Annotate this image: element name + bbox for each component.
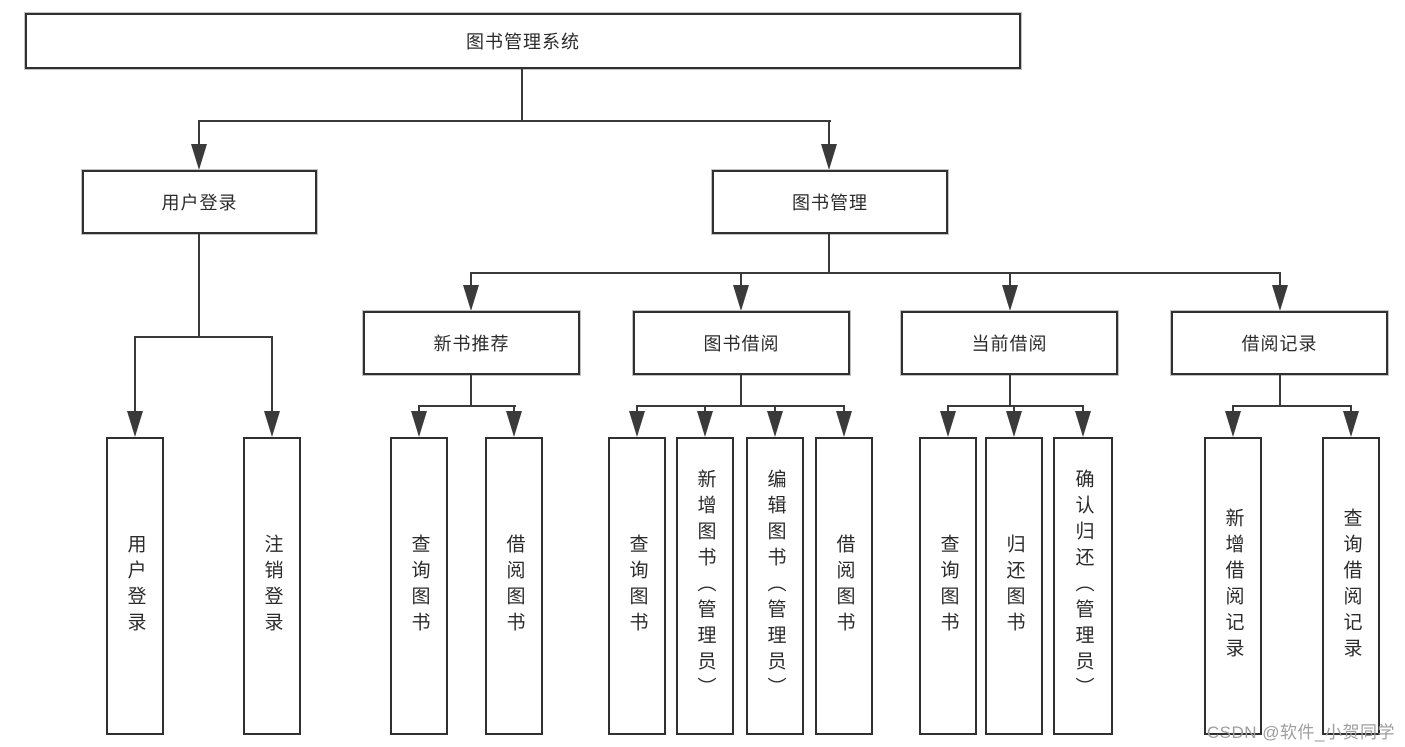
leaf-query-book-borrow: 查询图书 bbox=[608, 437, 666, 735]
connector-drop bbox=[704, 405, 706, 413]
connector-root-stem bbox=[521, 69, 523, 121]
connector-drop bbox=[1013, 405, 1015, 413]
arrow-down-icon bbox=[463, 285, 479, 311]
arrow-down-icon bbox=[127, 411, 143, 437]
arrow-down-icon bbox=[1002, 285, 1018, 311]
connector-drop-login bbox=[134, 336, 136, 415]
arrow-down-icon bbox=[506, 411, 522, 437]
arrow-down-icon bbox=[1272, 285, 1288, 311]
connector-drop-user-login bbox=[198, 120, 200, 150]
connector-drop bbox=[1350, 405, 1352, 413]
connector-userlogin-stem bbox=[198, 234, 200, 338]
connector-recommend-stem bbox=[470, 375, 472, 407]
leaf-add-book-admin: 新增图书（管理员） bbox=[676, 437, 734, 735]
connector-drop bbox=[636, 405, 638, 413]
connector-drop bbox=[1082, 405, 1084, 413]
leaf-user-login: 用户登录 bbox=[106, 437, 164, 735]
connector-bookmgmt-stem bbox=[828, 234, 830, 274]
connector-drop bbox=[947, 405, 949, 413]
connector-userlogin-bus bbox=[134, 336, 273, 338]
connector-drop-current bbox=[1009, 272, 1011, 288]
arrow-down-icon bbox=[733, 285, 749, 311]
arrow-down-icon bbox=[1075, 411, 1091, 437]
connector-bookmgmt-bus bbox=[470, 272, 1281, 274]
arrow-down-icon bbox=[629, 411, 645, 437]
connector-drop-borrow bbox=[740, 272, 742, 288]
node-book-management: 图书管理 bbox=[712, 170, 948, 234]
arrow-down-icon bbox=[1225, 411, 1241, 437]
connector-record-bus bbox=[1232, 405, 1352, 407]
leaf-return-book: 归还图书 bbox=[985, 437, 1043, 735]
leaf-query-book-current: 查询图书 bbox=[919, 437, 977, 735]
node-borrow-record: 借阅记录 bbox=[1171, 311, 1388, 375]
node-user-login: 用户登录 bbox=[82, 170, 317, 234]
arrow-down-icon bbox=[940, 411, 956, 437]
connector-borrow-stem bbox=[740, 375, 742, 407]
connector-drop bbox=[513, 405, 515, 413]
leaf-logout: 注销登录 bbox=[243, 437, 301, 735]
connector-drop-record bbox=[1279, 272, 1281, 288]
node-book-borrow: 图书借阅 bbox=[633, 311, 850, 375]
connector-root-bus bbox=[198, 120, 831, 122]
leaf-confirm-return-admin: 确认归还（管理员） bbox=[1053, 437, 1113, 735]
arrow-down-icon bbox=[697, 411, 713, 437]
connector-drop-recommend bbox=[470, 272, 472, 288]
node-new-book-recommend: 新书推荐 bbox=[363, 311, 580, 375]
arrow-down-icon bbox=[836, 411, 852, 437]
arrow-down-icon bbox=[191, 144, 207, 170]
arrow-down-icon bbox=[1006, 411, 1022, 437]
connector-drop bbox=[418, 405, 420, 413]
connector-borrow-bus bbox=[636, 405, 845, 407]
arrow-down-icon bbox=[264, 411, 280, 437]
connector-recommend-bus bbox=[418, 405, 516, 407]
arrow-down-icon bbox=[821, 144, 837, 170]
connector-drop bbox=[843, 405, 845, 413]
leaf-borrow-book: 借阅图书 bbox=[815, 437, 873, 735]
arrow-down-icon bbox=[411, 411, 427, 437]
arrow-down-icon bbox=[767, 411, 783, 437]
leaf-add-borrow-record: 新增借阅记录 bbox=[1204, 437, 1262, 735]
node-current-borrow: 当前借阅 bbox=[901, 311, 1118, 375]
connector-drop bbox=[1232, 405, 1234, 413]
connector-drop-logout bbox=[271, 336, 273, 415]
connector-drop-book-mgmt bbox=[828, 120, 830, 150]
arrow-down-icon bbox=[1343, 411, 1359, 437]
leaf-query-book-recommend: 查询图书 bbox=[390, 437, 448, 735]
csdn-watermark: CSDN @软件_小贺同学 bbox=[1206, 723, 1395, 742]
leaf-borrow-book-recommend: 借阅图书 bbox=[485, 437, 543, 735]
leaf-edit-book-admin: 编辑图书（管理员） bbox=[746, 437, 804, 735]
connector-record-stem bbox=[1279, 375, 1281, 407]
node-library-system: 图书管理系统 bbox=[25, 13, 1021, 69]
connector-current-stem bbox=[1009, 375, 1011, 407]
connector-current-bus bbox=[947, 405, 1084, 407]
leaf-query-borrow-record: 查询借阅记录 bbox=[1322, 437, 1380, 735]
connector-drop bbox=[774, 405, 776, 413]
